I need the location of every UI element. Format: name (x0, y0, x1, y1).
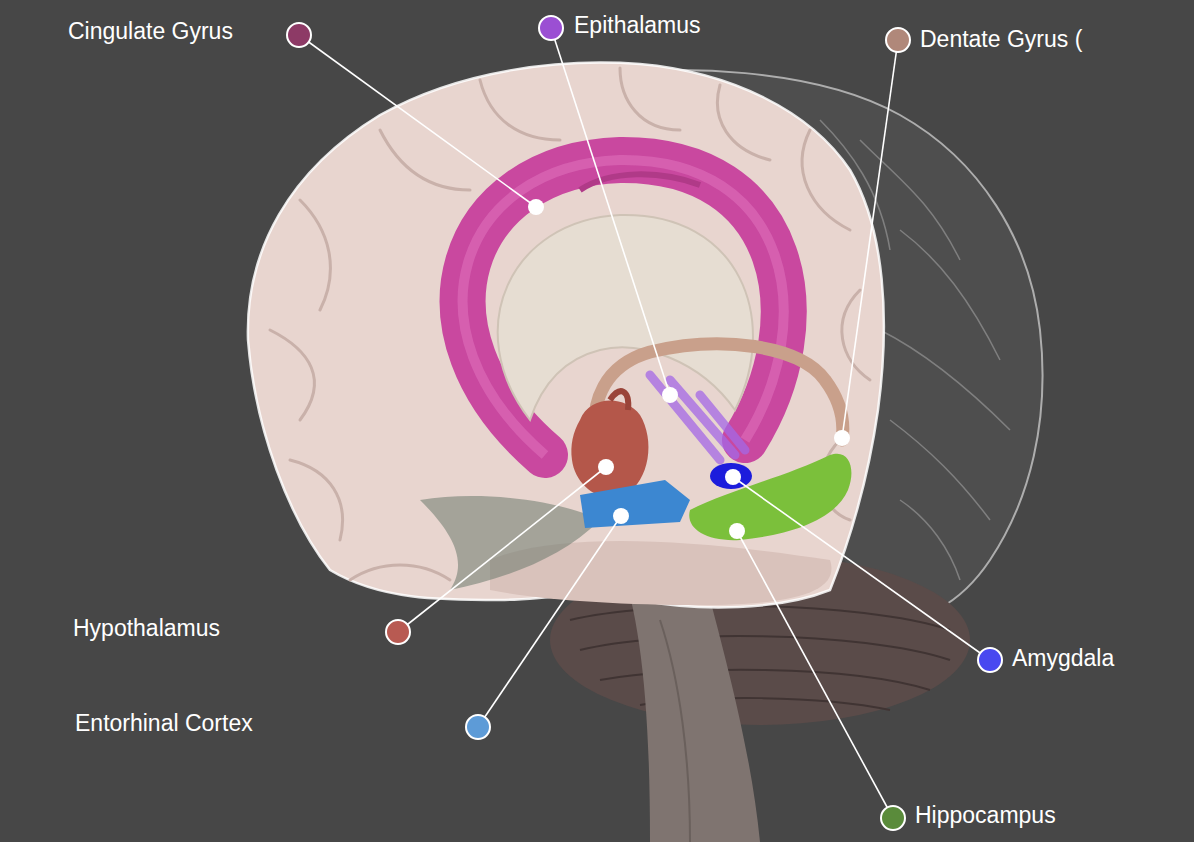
epithalamus (650, 375, 745, 460)
anchor-dots (528, 199, 850, 539)
structure-label: Hypothalamus (73, 614, 220, 642)
cerebellum-folia (570, 606, 950, 710)
leader-lines (299, 28, 990, 818)
structure-label: Hippocampus (915, 801, 1056, 829)
structure-label: Cingulate Gyrus (68, 17, 233, 45)
structure-label: Amygdala (1012, 644, 1114, 672)
brain-medial-surface (248, 63, 884, 608)
structure-label: Epithalamus (574, 11, 701, 39)
marker-circles (287, 16, 1002, 830)
hippocampus (689, 454, 851, 541)
hypothalamus (571, 401, 648, 498)
corpus-callosum (498, 215, 753, 420)
structure-label: Dentate Gyrus ( (920, 25, 1082, 53)
structure-label: Entorhinal Cortex (75, 709, 253, 737)
entorhinal-cortex (580, 480, 690, 528)
sulci (270, 68, 870, 580)
